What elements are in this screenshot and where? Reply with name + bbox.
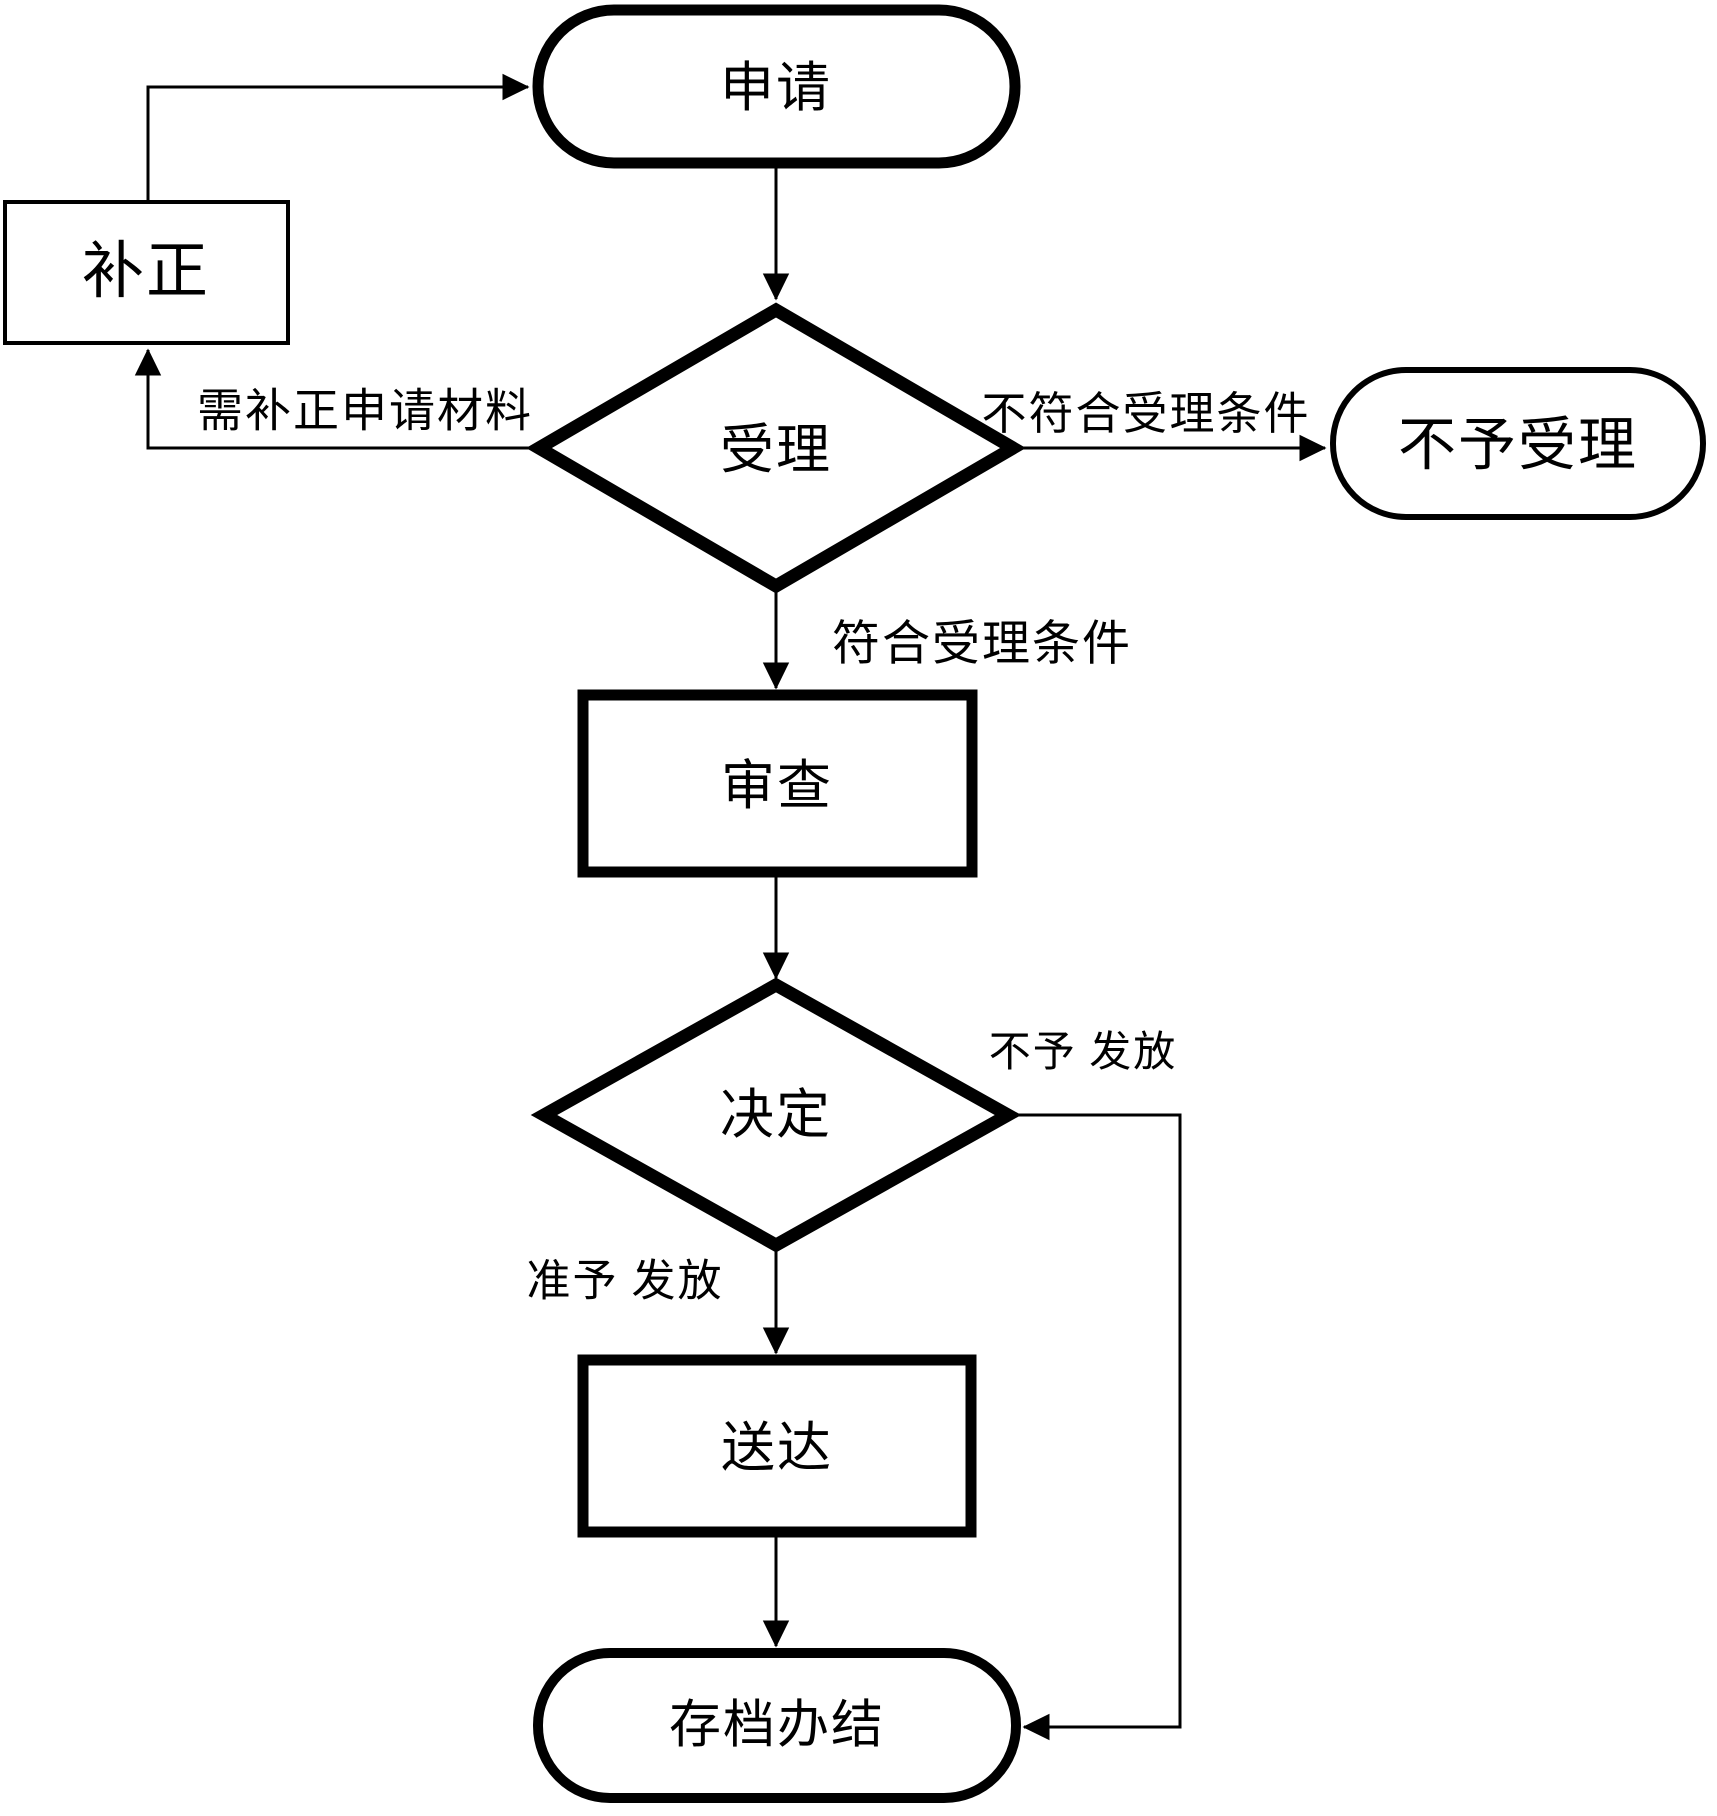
edge-label-deny-issue: 不予 发放 [989,1030,1178,1076]
node-apply-label: 申请 [720,58,832,118]
edge-label-need-supplement: 需补正申请材料 [197,386,533,437]
edge-accept-to-supplement [134,348,539,450]
node-apply-shape [532,4,1021,169]
node-accept-shape [526,302,1026,594]
node-review: 审查 [577,689,978,878]
edge-decide-to-archive [1008,1113,1182,1741]
node-decide-shape [530,977,1022,1253]
node-review-label: 审查 [721,756,833,816]
node-reject-accept: 不予受理 [1330,367,1706,520]
node-apply: 申请 [532,4,1021,169]
node-decide-label: 决定 [720,1085,832,1145]
node-supplement: 补正 [3,200,290,345]
edge-label-grant-issue: 准予 发放 [527,1257,724,1306]
node-deliver-label: 送达 [721,1418,833,1478]
edge-supplement-to-apply [146,73,530,202]
node-deliver: 送达 [577,1354,977,1538]
node-reject-accept-shape [1330,367,1706,520]
node-decide: 决定 [530,977,1022,1253]
node-accept-label: 受理 [720,420,832,480]
node-reject-accept-label: 不予受理 [1398,413,1638,478]
node-supplement-shape [3,200,290,345]
node-accept: 受理 [526,302,1026,594]
node-deliver-shape [577,1354,977,1538]
node-supplement-label: 补正 [82,238,210,306]
node-review-shape [577,689,978,878]
edge-label-not-meet: 不符合受理条件 [981,389,1310,439]
node-archive: 存档办结 [533,1648,1021,1803]
node-archive-label: 存档办结 [669,1698,885,1755]
node-archive-shape [533,1648,1021,1803]
edge-label-meet: 符合受理条件 [832,618,1132,671]
